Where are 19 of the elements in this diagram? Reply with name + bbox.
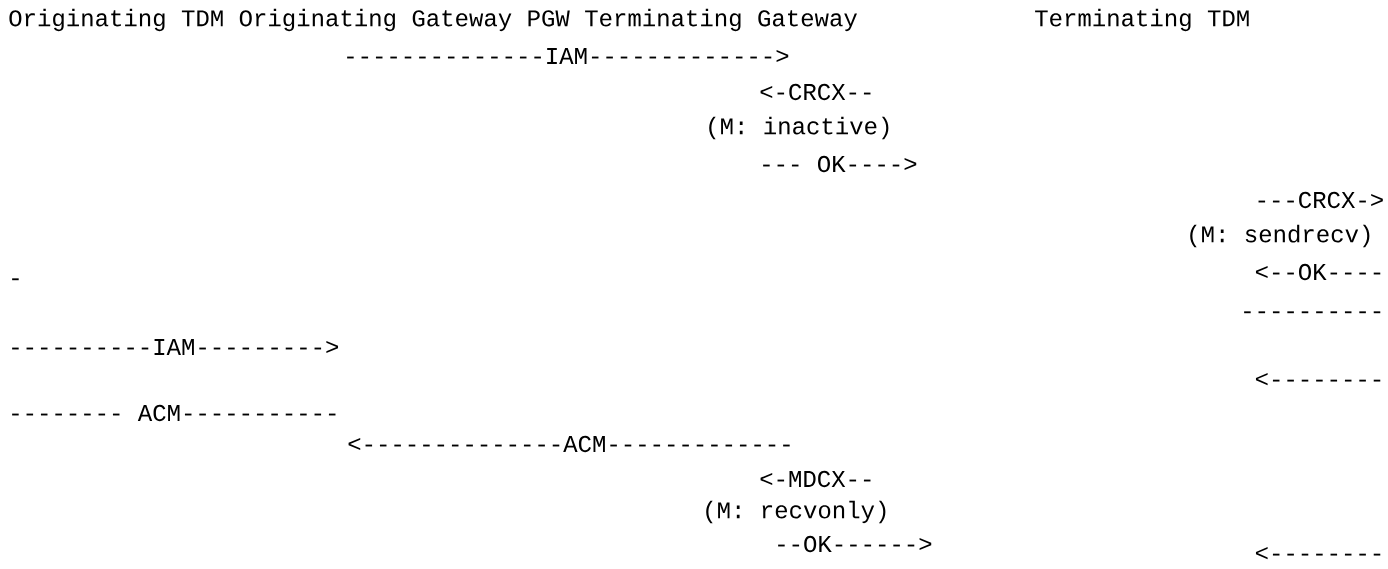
message-text: <--------------ACM-------------	[348, 435, 790, 453]
message-text: ----------	[1244, 311, 1381, 314]
message-text: (M: sendrecv)	[1190, 224, 1370, 248]
message-text: ----------IAM--------->	[12, 339, 339, 355]
message-text: --------------IAM------------->	[347, 48, 789, 64]
header-text: Originating TDM Originating Gateway PGW Terminating Gateway	[9, 8, 857, 32]
message-text: <--OK----	[1255, 263, 1381, 281]
message-text: --OK------>	[778, 535, 932, 553]
message-text: <--------	[1255, 547, 1381, 560]
message-text: ---CRCX->	[1258, 191, 1383, 209]
message-text: --- OK---->	[763, 155, 917, 173]
message-text: (M: inactive)	[709, 116, 889, 140]
message-text: -	[12, 278, 19, 281]
message-text: -------- ACM-----------	[12, 404, 336, 422]
message-text: <-CRCX--	[760, 83, 871, 101]
header-text: Terminating TDM	[1035, 8, 1249, 32]
message-text: (M: recvonly)	[706, 500, 886, 524]
message-text: <-MDCX--	[760, 470, 871, 488]
message-text: <--------	[1255, 373, 1381, 386]
